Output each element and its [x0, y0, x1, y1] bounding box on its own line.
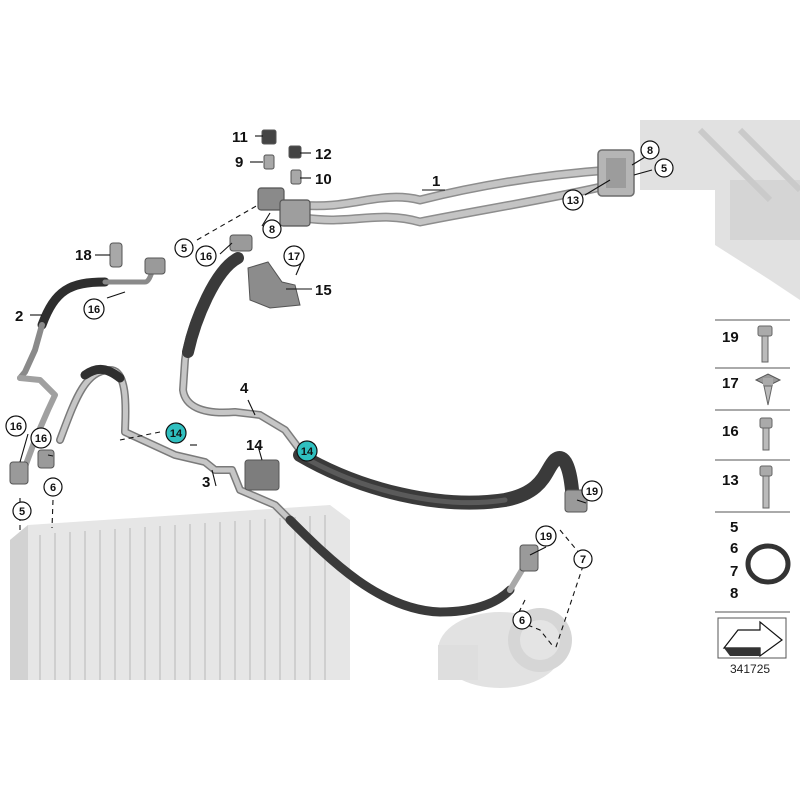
svg-text:13: 13	[722, 472, 739, 489]
pipe-3	[56, 364, 531, 617]
fittings	[9, 129, 588, 572]
stud-bolt-icon	[759, 465, 773, 509]
svg-text:16: 16	[722, 423, 739, 440]
callout-17: 17	[283, 245, 305, 267]
label-4: 4	[240, 380, 249, 397]
callout-16-a: 16	[5, 415, 27, 437]
radiator-ghost	[10, 505, 350, 680]
svg-text:16: 16	[88, 304, 100, 316]
pipe-2	[17, 262, 158, 478]
svg-text:6: 6	[519, 615, 525, 627]
legend-row-17: 17	[722, 373, 782, 406]
callout-5-top: 5	[654, 158, 674, 178]
svg-text:14: 14	[301, 446, 314, 458]
svg-text:17: 17	[722, 375, 739, 392]
plain-labels: 1 2 3 4 9 10 11 12 14 15 18	[15, 129, 440, 491]
label-18: 18	[75, 247, 92, 264]
short-bolt-icon	[759, 417, 773, 451]
bolt-icon	[757, 325, 773, 363]
svg-text:19: 19	[540, 531, 552, 543]
svg-text:17: 17	[288, 251, 300, 263]
label-11: 11	[232, 129, 248, 146]
legend-row-19: 19	[722, 325, 773, 363]
svg-text:16: 16	[200, 251, 212, 263]
pipe-1	[295, 149, 635, 227]
svg-text:8: 8	[647, 145, 653, 157]
svg-text:8: 8	[269, 224, 275, 236]
callout-14-highlight-a: 14	[165, 422, 187, 444]
label-9: 9	[235, 154, 243, 171]
label-2: 2	[15, 308, 23, 325]
legend-row-orings: 5 6 7 8	[730, 519, 791, 602]
svg-text:19: 19	[586, 486, 598, 498]
o-ring-icon	[745, 543, 791, 585]
svg-text:19: 19	[722, 329, 739, 346]
receiver-block	[257, 187, 311, 227]
callout-14-highlight-b: 14	[296, 440, 318, 462]
label-12: 12	[315, 146, 332, 163]
svg-text:14: 14	[170, 428, 183, 440]
label-1: 1	[432, 173, 440, 190]
svg-text:5: 5	[19, 506, 25, 518]
flange-bolt-icon	[754, 373, 782, 406]
callout-8-mid: 8	[262, 219, 282, 239]
callout-13: 13	[562, 189, 584, 211]
svg-text:8: 8	[730, 585, 738, 602]
direction-arrow-icon	[717, 617, 787, 659]
svg-text:6: 6	[730, 540, 738, 557]
callout-6-lower: 6	[512, 610, 532, 630]
callout-5-mid: 5	[174, 238, 194, 258]
leader-lines	[19, 135, 656, 556]
svg-text:13: 13	[567, 195, 579, 207]
svg-text:16: 16	[35, 433, 47, 445]
label-15: 15	[315, 282, 332, 299]
callout-8-top: 8	[640, 140, 660, 160]
callout-16-left: 16	[83, 298, 105, 320]
compressor-ghost	[438, 608, 572, 688]
callout-16-mid: 16	[195, 245, 217, 267]
callout-19-right: 19	[581, 480, 603, 502]
diagram-number: 341725	[730, 662, 770, 676]
svg-text:5: 5	[730, 519, 738, 536]
svg-text:6: 6	[50, 482, 56, 494]
circle-callouts: 8 5 13 8 5 16 17 16 16 16 6 5 19 19 7 6 …	[5, 140, 674, 630]
heater-box-ghost	[640, 120, 800, 300]
callout-5-left: 5	[12, 501, 32, 521]
legend-row-13: 13	[722, 465, 773, 509]
svg-text:5: 5	[661, 163, 667, 175]
callout-16-b: 16	[30, 427, 52, 449]
svg-text:16: 16	[10, 421, 22, 433]
svg-text:7: 7	[730, 563, 738, 580]
label-14: 14	[246, 437, 263, 454]
svg-text:7: 7	[580, 554, 586, 566]
callout-19-lower: 19	[535, 525, 557, 547]
callout-7: 7	[573, 549, 593, 569]
label-10: 10	[315, 171, 332, 188]
pipe-4	[179, 252, 579, 510]
label-3: 3	[202, 474, 210, 491]
svg-text:5: 5	[181, 243, 187, 255]
legend-row-16: 16	[722, 417, 773, 451]
callout-6-left: 6	[43, 477, 63, 497]
parts-legend: 19 17 16 13 5 6 7 8	[715, 319, 791, 659]
